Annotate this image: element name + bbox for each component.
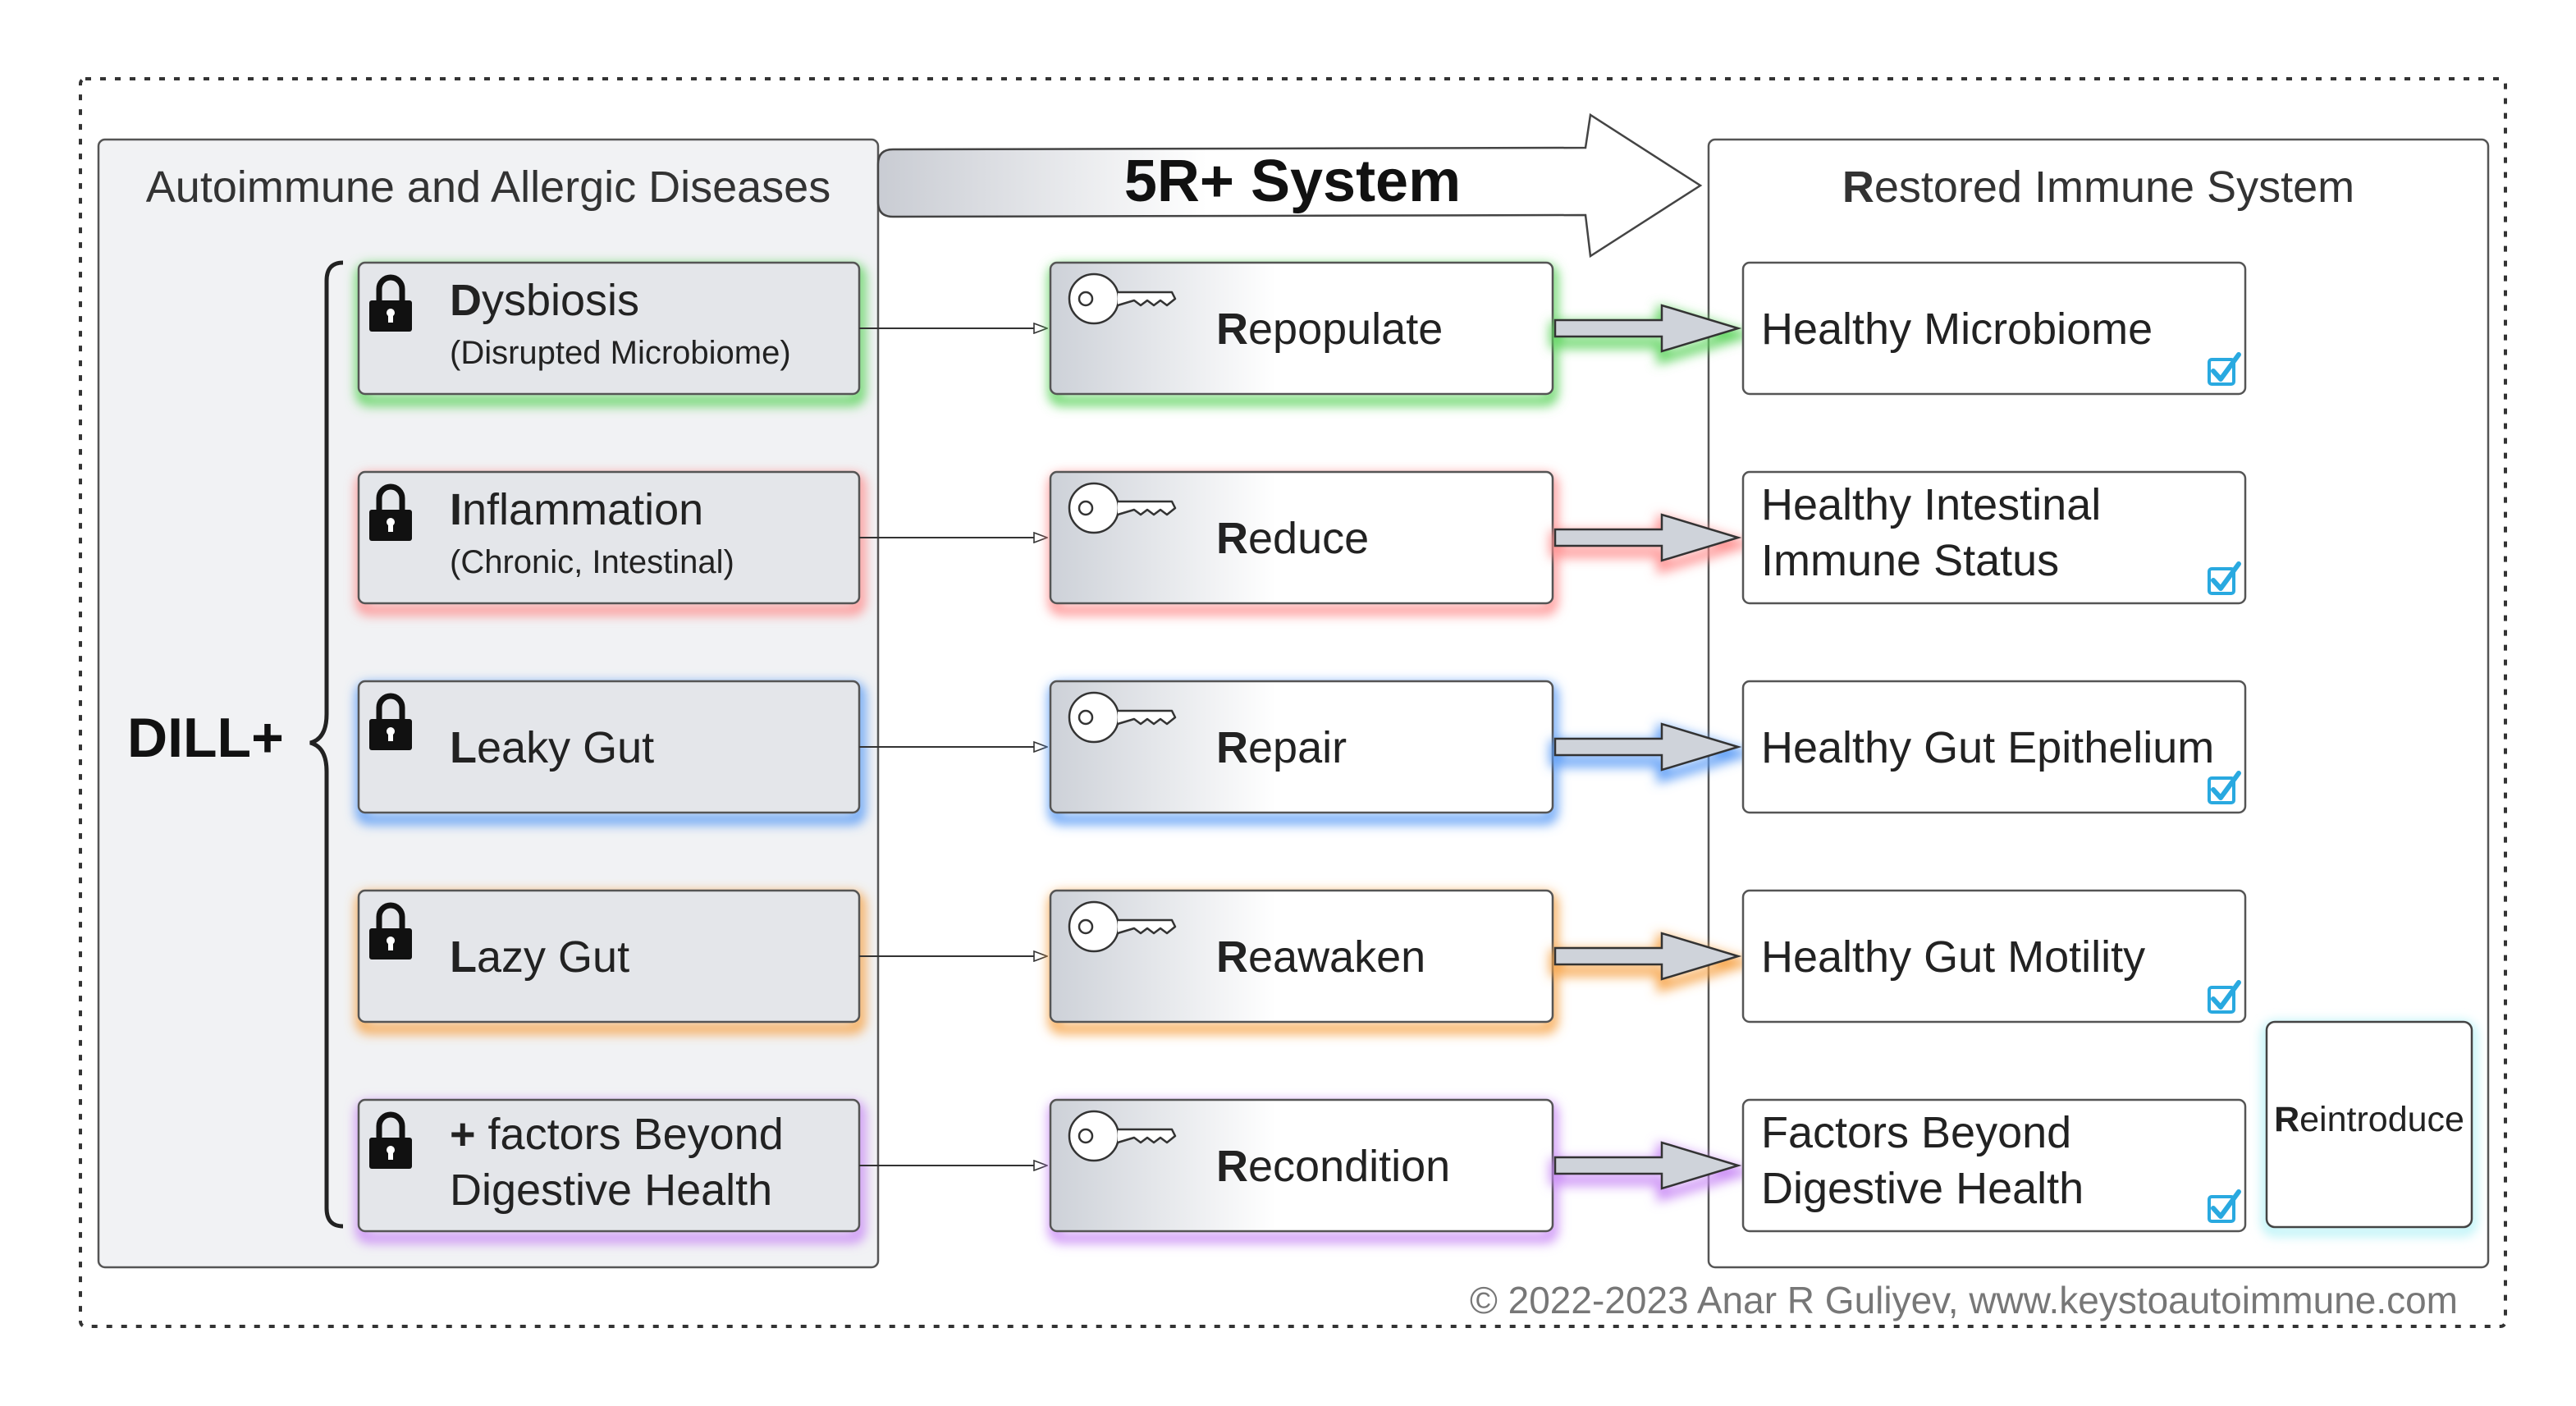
problem-subtitle: (Chronic, Intestinal) xyxy=(450,544,734,580)
lock-icon xyxy=(369,483,412,541)
outcome-arrow xyxy=(1553,722,1742,772)
outcome-box xyxy=(1741,680,2247,814)
checkbox-checked-icon xyxy=(2208,352,2241,386)
diagram-row: Leaky Gut Repair Healthy Gut Epithelium xyxy=(356,680,2247,824)
lock-icon xyxy=(369,902,412,959)
outcome-label: Healthy Intestinal xyxy=(1761,480,2101,529)
key-icon xyxy=(1068,900,1177,953)
action-label: Reawaken xyxy=(1216,932,1425,982)
outcome-label: Healthy Gut Motility xyxy=(1761,932,2145,982)
lock-icon xyxy=(369,1111,412,1169)
outcome-arrow xyxy=(1553,932,1742,981)
reintroduce-box xyxy=(2265,1020,2473,1229)
reintroduce-label: Reintroduce xyxy=(2274,1100,2464,1139)
problem-title-line2: Digestive Health xyxy=(450,1166,772,1215)
left-brace xyxy=(309,260,344,1229)
outer-dotted-frame xyxy=(79,77,2507,1328)
problem-title: Leaky Gut xyxy=(450,723,654,772)
action-label: Repopulate xyxy=(1216,305,1443,354)
problem-title: + factors Beyond xyxy=(450,1110,784,1159)
problem-title: Dysbiosis xyxy=(450,276,639,325)
diagram-row: Lazy Gut Reawaken Healthy Gut Motility xyxy=(356,889,2247,1033)
outcome-box xyxy=(1741,889,2247,1024)
outcome-label: Factors Beyond xyxy=(1761,1108,2071,1157)
checkbox-checked-icon xyxy=(2208,980,2241,1014)
outcome-label-line2: Immune Status xyxy=(1761,536,2059,585)
problem-title: Inflammation xyxy=(450,485,703,534)
brace-label: DILL+ xyxy=(127,707,284,769)
checkbox-checked-icon xyxy=(2208,1189,2241,1223)
copyright-text: © 2022-2023 Anar R Guliyev, www.keystoau… xyxy=(1470,1279,2458,1321)
lock-icon xyxy=(369,693,412,750)
key-icon xyxy=(1068,691,1177,744)
key-icon xyxy=(1068,482,1177,534)
outcome-label-line2: Digestive Health xyxy=(1761,1164,2084,1213)
outcome-label: Healthy Gut Epithelium xyxy=(1761,723,2214,772)
problem-subtitle: (Disrupted Microbiome) xyxy=(450,335,791,371)
lock-icon xyxy=(369,274,412,332)
left-panel-title: Autoimmune and Allergic Diseases xyxy=(146,163,830,212)
outcome-label: Healthy Microbiome xyxy=(1761,305,2153,354)
checkbox-checked-icon xyxy=(2208,561,2241,595)
action-label: Repair xyxy=(1216,723,1347,772)
outcome-arrow xyxy=(1553,304,1742,353)
outcome-box xyxy=(1741,1098,2247,1233)
checkbox-checked-icon xyxy=(2208,771,2241,804)
rows-group: Dysbiosis (Disrupted Microbiome) Repopulat… xyxy=(356,261,2247,1243)
key-icon xyxy=(1068,272,1177,325)
system-arrow xyxy=(876,112,1703,259)
diagram-row: Dysbiosis (Disrupted Microbiome) Repopulat… xyxy=(356,261,2247,405)
outcome-arrow xyxy=(1553,513,1742,562)
right-panel-title: Restored Immune System xyxy=(1842,163,2354,212)
outcome-arrow xyxy=(1553,1141,1742,1190)
key-icon xyxy=(1068,1110,1177,1162)
outcome-box xyxy=(1741,470,2247,605)
action-label: Reduce xyxy=(1216,514,1369,563)
diagram-row: Inflammation (Chronic, Intestinal) Reduce H… xyxy=(356,470,2247,615)
outcome-box xyxy=(1741,261,2247,396)
action-label: Recondition xyxy=(1216,1142,1450,1191)
problem-title: Lazy Gut xyxy=(450,932,629,982)
system-arrow-label: 5R+ System xyxy=(1124,149,1461,214)
